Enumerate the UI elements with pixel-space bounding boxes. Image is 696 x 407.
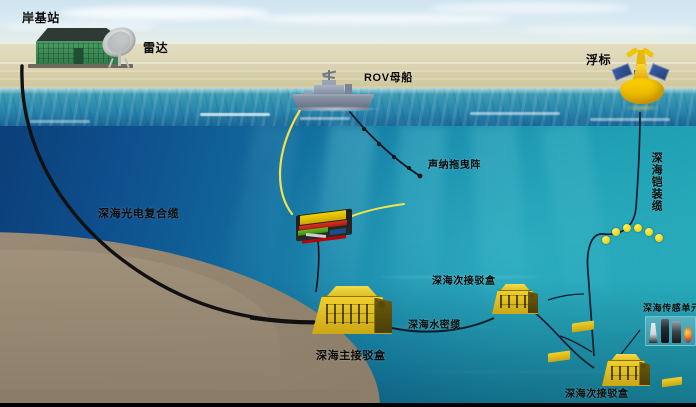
- foam-streak: [300, 117, 350, 120]
- junction-box-top: [324, 286, 380, 299]
- junction-box-vent-lines: [500, 295, 528, 308]
- label-sonar-towed-array: 声纳拖曳阵: [428, 160, 481, 171]
- radar-leg: [108, 57, 114, 69]
- junction-box-connector: [641, 364, 646, 369]
- beach-stripe: [0, 78, 696, 80]
- float-bead-icon: [634, 224, 642, 232]
- water-ripple: [420, 371, 660, 373]
- label-shore-station: 岸基站: [22, 11, 60, 25]
- sensor-ctd-icon: [672, 321, 681, 343]
- buoy-hull: [620, 78, 664, 104]
- float-bead-icon: [645, 228, 653, 236]
- junction-box-side: [527, 291, 538, 314]
- ship-superstructure: [314, 85, 344, 96]
- cloud-icon: [250, 14, 510, 24]
- sensor-probe-icon: [660, 319, 669, 343]
- float-bead-icon: [623, 224, 631, 232]
- ship-bridge: [322, 80, 336, 87]
- ship-wake: [286, 106, 382, 112]
- sensor-acoustic-icon: [649, 323, 658, 343]
- rov-vehicle-icon[interactable]: [294, 208, 354, 244]
- water-ripple: [380, 276, 540, 278]
- solar-panel-icon: [611, 63, 633, 81]
- foam-streak: [590, 118, 670, 121]
- junction-box-vent-lines: [610, 366, 640, 380]
- seabed-floor: [0, 390, 360, 407]
- junction-box-top: [609, 354, 643, 363]
- foam-streak: [470, 112, 560, 115]
- station-base: [28, 64, 133, 68]
- label-secondary-junction-box-1: 深海次接驳盒: [432, 276, 496, 287]
- ship-icon[interactable]: [286, 70, 382, 112]
- cloud-icon: [520, 26, 696, 34]
- radar-leg: [124, 57, 130, 69]
- junction-box-connector: [529, 293, 534, 298]
- radar-mast: [118, 50, 121, 66]
- float-bead-icon: [655, 234, 663, 242]
- bottom-black-bar: [0, 403, 696, 407]
- label-armored-cable: 深海铠装缆: [650, 152, 663, 212]
- junction-box-top: [499, 284, 531, 292]
- cloud-icon: [430, 2, 630, 14]
- ship-deck-equipment: [304, 91, 312, 96]
- radar-dish-icon[interactable]: [98, 23, 140, 69]
- beach-stripe: [0, 70, 696, 72]
- junction-box-vents: [500, 295, 528, 308]
- sensor-unit-icon[interactable]: [645, 316, 696, 346]
- label-watertight-cable: 深海水密缆: [408, 320, 461, 331]
- ship-funnel: [345, 84, 352, 96]
- cloud-icon: [0, 22, 160, 30]
- label-radar: 雷达: [143, 41, 169, 55]
- sensor-optical-icon: [683, 327, 692, 343]
- buoy-water-reflection: [624, 104, 660, 112]
- float-bead-icon: [612, 228, 620, 236]
- label-main-junction-box: 深海主接驳盒: [316, 350, 386, 362]
- buoy-mast: [636, 50, 646, 66]
- junction-box-side: [639, 361, 650, 386]
- label-buoy: 浮标: [586, 53, 612, 67]
- junction-box-icon[interactable]: [492, 284, 538, 314]
- junction-box-connector: [377, 301, 385, 308]
- junction-box-vents: [326, 304, 375, 325]
- junction-box-icon[interactable]: [312, 286, 392, 334]
- junction-box-vent-lines: [326, 304, 375, 325]
- label-optoelectric-composite-cable: 深海光电复合缆: [98, 208, 180, 220]
- buoy-tower: [632, 64, 650, 82]
- label-secondary-junction-box-2: 深海次接驳盒: [565, 389, 629, 400]
- foam-streak: [30, 120, 90, 123]
- junction-box-icon[interactable]: [602, 354, 650, 386]
- buoy-icon[interactable]: [608, 47, 670, 112]
- float-bead-icon: [602, 236, 610, 244]
- cloud-icon: [60, 6, 270, 20]
- label-rov-mother-ship: ROV母船: [364, 72, 413, 84]
- junction-box-vents: [610, 366, 640, 380]
- label-sensor-unit: 深海传感单元: [643, 303, 696, 313]
- station-door: [74, 48, 83, 65]
- beach-stripe: [0, 62, 696, 64]
- foam-streak: [200, 113, 270, 116]
